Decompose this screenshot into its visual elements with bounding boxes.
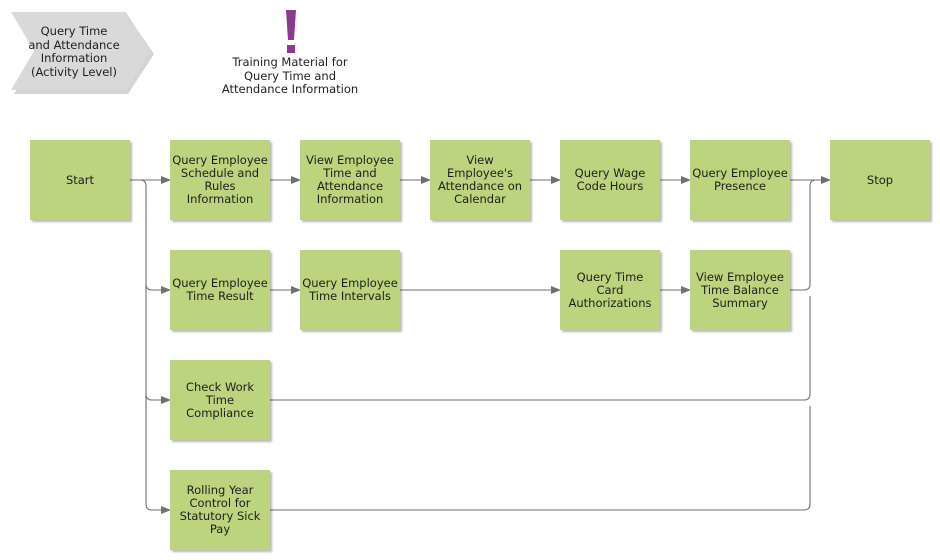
connector-compliance-merge: [270, 296, 811, 401]
rolling-year-sick-pay-node[interactable]: Rolling Year Control for Statutory Sick …: [170, 470, 270, 550]
exclamation-icon: [286, 10, 296, 53]
view-attendance-calendar-node[interactable]: View Employee's Attendance on Calendar: [430, 140, 530, 220]
connector-trunk-time-result: [145, 283, 171, 294]
query-employee-time-intervals-node[interactable]: Query Employee Time Intervals: [300, 250, 400, 330]
query-employee-presence-node[interactable]: Query Employee Presence: [690, 140, 790, 220]
connector-sickpay-merge: [270, 406, 811, 511]
query-time-card-authorizations-node[interactable]: Query Time Card Authorizations: [560, 250, 660, 330]
start-node[interactable]: Start: [30, 140, 130, 220]
query-employee-time-result-node[interactable]: Query Employee Time Result: [170, 250, 270, 330]
connector-trunk-compliance: [145, 393, 171, 404]
connector-balance-merge: [790, 179, 817, 291]
connector-start-trunk: [130, 179, 171, 514]
activity-chevron-shape: [11, 12, 154, 94]
activity-title: Query Time and Attendance Information (A…: [28, 24, 120, 79]
view-employee-time-node[interactable]: View Employee Time and Attendance Inform…: [300, 140, 400, 220]
training-material-note: Training Material for Query Time and Att…: [221, 55, 359, 96]
stop-node[interactable]: Stop: [830, 140, 930, 220]
query-wage-code-hours-node[interactable]: Query Wage Code Hours: [560, 140, 660, 220]
view-time-balance-summary-node[interactable]: View Employee Time Balance Summary: [690, 250, 790, 330]
check-work-time-compliance-node[interactable]: Check Work Time Compliance: [170, 360, 270, 440]
query-employee-schedule-node[interactable]: Query Employee Schedule and Rules Inform…: [170, 140, 270, 220]
